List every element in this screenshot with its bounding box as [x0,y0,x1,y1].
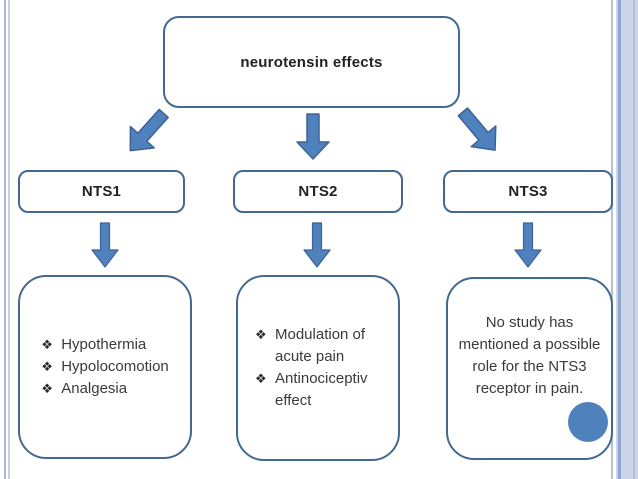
nts3-note-text: No study has mentioned a possible role f… [458,313,601,397]
root-node-label: neurotensin effects [240,53,383,71]
effect-text: Antinociceptiv effect [275,370,368,409]
effect-item: ❖ Antinociceptiv effect [255,368,381,412]
effect-item: ❖ Modulation of acute pain [255,324,381,368]
effect-text: Analgesia [61,380,128,397]
arrow-nts1-to-effects-icon [91,222,119,268]
effect-text: Modulation of acute pain [275,326,366,365]
arrow-nts2-to-effects-icon [303,222,331,268]
node-nts3-label: NTS3 [508,183,548,200]
decorative-circle [568,402,608,442]
node-nts3: NTS3 [443,170,613,213]
root-node-neurotensin-effects: neurotensin effects [163,16,460,108]
effect-item: ❖ Analgesia [41,378,169,400]
effect-item: ❖ Hypolocomotion [41,356,169,378]
node-nts2-label: NTS2 [298,183,338,200]
right-border-stripe-accent [618,0,621,479]
nts2-effect-list: ❖ Modulation of acute pain ❖ Antinocicep… [255,324,381,412]
effect-text: Hypolocomotion [61,358,169,375]
right-border-line [611,0,613,479]
nts1-effect-list: ❖ Hypothermia ❖ Hypolocomotion ❖ Analges… [41,334,169,400]
arrow-root-to-nts2-icon [296,113,330,160]
nts1-effects-box: ❖ Hypothermia ❖ Hypolocomotion ❖ Analges… [18,275,192,459]
left-border-stripe-outer [4,0,6,479]
bullet-icon: ❖ [41,337,53,352]
bullet-icon: ❖ [255,327,267,342]
node-nts1-label: NTS1 [81,183,122,200]
arrow-nts3-to-effects-icon [514,222,542,268]
left-border-stripe-inner [8,0,10,479]
right-border-stripe-edge [633,0,635,479]
effect-item: ❖ Hypothermia [41,334,169,356]
right-border-stripe [616,0,638,479]
node-nts2: NTS2 [233,170,403,213]
arrow-root-to-nts1-icon [117,101,177,162]
arrow-root-to-nts3-icon [449,100,508,162]
bullet-icon: ❖ [41,381,53,396]
bullet-icon: ❖ [41,359,53,374]
bullet-icon: ❖ [255,371,267,386]
nts3-note-box: No study has mentioned a possible role f… [446,277,613,460]
effect-text: Hypothermia [61,336,147,353]
nts2-effects-box: ❖ Modulation of acute pain ❖ Antinocicep… [236,275,400,461]
node-nts1: NTS1 [18,170,185,213]
